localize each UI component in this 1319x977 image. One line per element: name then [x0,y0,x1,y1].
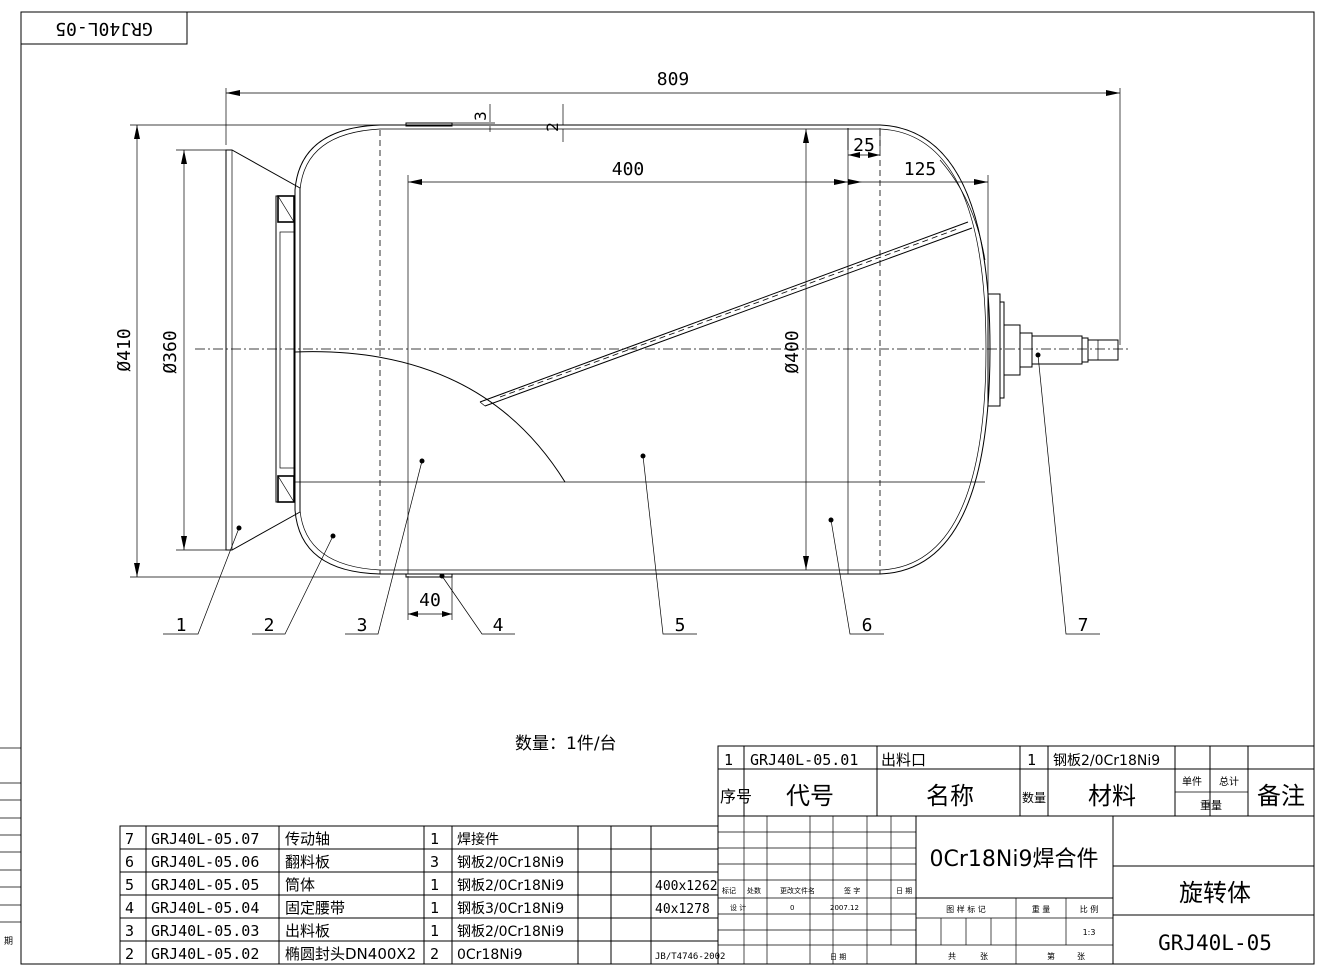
vessel-outline [294,124,991,575]
header-no: 序号 [720,787,752,806]
bom-cell-no: 6 [125,853,134,871]
label-total-sheets: 共 [948,952,956,961]
bom-cell-qty: 3 [430,853,439,871]
dim-diameter-410: Ø410 [114,328,135,371]
bom-cell-material: 钢板2/0Cr18Ni9 [457,924,564,940]
callout-1: 1 [176,615,187,636]
callout-5: 5 [675,615,686,636]
bom-cell-qty: 1 [430,899,439,917]
discharge-plate [294,351,566,483]
dimensions: 809 400 125 25 3 2 40 [114,69,1121,620]
bom-cell-material: 0Cr18Ni9 [457,947,523,963]
bom-cell-qty: 2 [430,945,439,963]
inlet-cone [225,149,301,551]
callout-7: 7 [1078,615,1089,636]
bom-cell-no: 5 [125,876,134,894]
bom-cell-name: 固定腰带 [285,899,345,917]
label-date: 日 期 [896,887,912,895]
bom-cell-qty: 1 [430,830,439,848]
label-mark: 标记 [722,886,736,895]
bom-cell-code: GRJ40L-05.05 [151,876,259,894]
label-pattern: 图 样 标 记 [946,904,986,914]
bom-top-code: GRJ40L-05.01 [750,751,858,769]
header-qty: 数量 [1022,790,1046,805]
title-part-name: 旋转体 [1179,879,1251,907]
header-material: 材料 [1088,782,1136,810]
bom-cell-code: GRJ40L-05.04 [151,899,259,917]
label-weight: 重 量 [1032,904,1051,914]
title-block: 标记 处数 更改文件名 签 字 日 期 设 计 0 2007.12 日 期 0C… [717,815,1315,965]
title-material: 0Cr18Ni9焊合件 [930,847,1099,872]
callout-3: 3 [357,615,368,636]
label-date-bottom: 日 期 [830,953,846,961]
dim-125: 125 [904,159,937,180]
label-ratio: 比 例 [1080,904,1099,914]
callout-6: 6 [862,615,873,636]
dim-3: 3 [471,111,490,121]
dim-overall-length: 809 [657,69,690,90]
bom-cell-name: 翻料板 [285,853,330,871]
label-doc: 更改文件名 [780,886,815,895]
margin-label: 期 [4,936,13,947]
bom-cell-material: 钢板2/0Cr18Ni9 [457,855,564,871]
bom-cell-no: 3 [125,922,134,940]
dim-shell-length: 400 [612,159,645,180]
bom-cell-name: 椭圆封头DN400X2 [285,945,416,963]
rev-zero: 0 [790,904,794,912]
dim-band-width: 40 [419,590,441,611]
bom-cell-no: 4 [125,899,134,917]
bom-cell-code: GRJ40L-05.06 [151,853,259,871]
header-code: 代号 [786,782,834,810]
bom-cell-code: GRJ40L-05.03 [151,922,259,940]
dim-diameter-360: Ø360 [160,330,181,373]
label-sheet-no: 第 [1047,951,1055,961]
label-design: 设 计 [730,903,746,912]
bom-cell-qty: 1 [430,876,439,894]
header-single: 单件 [1182,776,1202,788]
label-count: 处数 [747,886,761,895]
header-remark: 备注 [1257,782,1305,810]
bom-cell-name: 筒体 [285,876,315,894]
bom-cell-name: 出料板 [285,922,330,940]
turning-board [479,221,973,407]
drawing-number-stamp: GRJ40L-05 [20,11,188,45]
scale-value: 1:3 [1083,928,1096,937]
bom-cell-no: 2 [125,945,134,963]
bom-cell-material: 焊接件 [457,831,499,848]
dim-diameter-400: Ø400 [782,330,803,373]
header-total: 总计 [1219,775,1239,788]
bom-top-material: 钢板2/0Cr18Ni9 [1053,753,1160,769]
dim-2: 2 [543,122,562,132]
bom-cell-qty: 1 [430,922,439,940]
header-weight: 重量 [1200,798,1222,812]
quantity-note: 数量：1件/台 [515,734,617,754]
bom-cell-no: 7 [125,830,134,848]
bom-top-no: 1 [724,751,733,769]
bom-cell-remark: 400x1262 [655,879,718,894]
bom-top-name: 出料口 [881,751,926,769]
bom-cell-remark: JB/T4746-2002 [655,952,725,962]
title-drawing-no: GRJ40L-05 [1158,931,1272,955]
bom-cell-material: 钢板3/0Cr18Ni9 [457,901,564,917]
bom-cell-name: 传动轴 [285,830,330,848]
design-date: 2007.12 [830,904,859,912]
label-sheet-unit2: 张 [1077,952,1085,961]
drive-shaft [987,293,1119,407]
dim-25: 25 [853,135,875,156]
callout-4: 4 [493,615,504,636]
label-sign: 签 字 [844,886,860,895]
bom-cell-code: GRJ40L-05.02 [151,945,259,963]
callout-2: 2 [264,615,275,636]
bom-cell-code: GRJ40L-05.07 [151,830,259,848]
part-callouts: 1 2 3 4 5 6 7 [163,352,1100,636]
label-sheet-unit: 张 [980,952,988,961]
bom-cell-remark: 40x1278 [655,902,710,917]
stamp-text: GRJ40L-05 [55,18,153,39]
main-view [195,122,1130,578]
bom-header-table: 1 GRJ40L-05.01 出料口 1 钢板2/0Cr18Ni9 序号 代号 … [717,745,1315,817]
bom-cell-material: 钢板2/0Cr18Ni9 [457,878,564,894]
header-name: 名称 [926,782,974,810]
bom-top-qty: 1 [1027,751,1036,769]
